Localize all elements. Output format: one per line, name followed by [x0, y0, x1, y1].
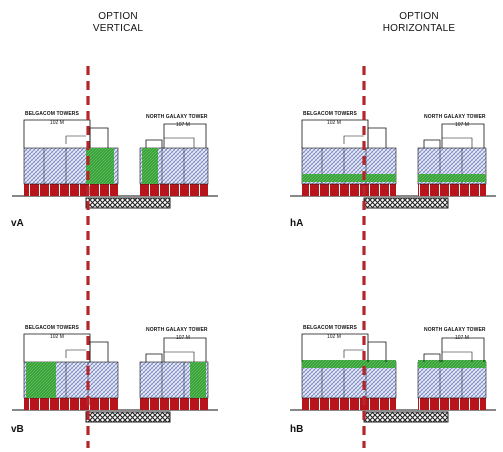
podium	[418, 398, 486, 410]
north-galaxy-step-outline	[442, 351, 473, 362]
belgacom-step-outline	[343, 349, 364, 358]
tower-height-north-galaxy: 107 M	[455, 122, 469, 128]
tunnel-bar	[363, 411, 449, 423]
axis-layer	[86, 66, 366, 448]
tunnel-bar	[85, 197, 171, 209]
north-galaxy-tower-outline	[441, 123, 485, 148]
variant-label-vA: vA	[11, 218, 24, 229]
tower-height-belgacom: 102 M	[50, 120, 64, 126]
belgacom-tower-outline	[301, 119, 369, 148]
green-extension	[190, 362, 206, 398]
north-galaxy-tower-outline	[163, 337, 207, 362]
variant-label-hA: hA	[290, 218, 304, 229]
green-extension	[26, 362, 56, 398]
tower-name-north-galaxy: NORTH GALAXY TOWER	[146, 114, 208, 120]
podium	[418, 184, 486, 196]
header-horizontal-line1: OPTION	[399, 11, 439, 22]
tower-name-belgacom: BELGACOM TOWERS	[25, 111, 79, 117]
belgacom-step-outline	[65, 135, 86, 144]
panel-vB	[12, 333, 218, 423]
header-horizontal: OPTION HORIZONTALE	[369, 11, 469, 35]
tower-height-belgacom: 102 M	[327, 334, 341, 340]
belgacom-tower-outline	[89, 341, 109, 362]
belgacom-tower-outline	[23, 333, 91, 362]
variant-label-hB: hB	[290, 424, 304, 435]
panel-hA	[290, 119, 496, 209]
belgacom-tower-outline	[301, 333, 369, 362]
header-vertical-line1: OPTION	[98, 11, 138, 22]
north-galaxy-tower-outline	[145, 353, 163, 362]
podium	[140, 398, 208, 410]
belgacom-tower-outline	[23, 119, 91, 148]
green-extension	[418, 174, 486, 182]
tower-name-belgacom: BELGACOM TOWERS	[303, 325, 357, 331]
tower-height-belgacom: 102 M	[50, 334, 64, 340]
north-galaxy-step-outline	[164, 137, 195, 148]
header-horizontal-line2: HORIZONTALE	[382, 23, 456, 34]
podium	[140, 184, 208, 196]
north-galaxy-tower-outline	[423, 353, 441, 362]
belgacom-step-outline	[343, 135, 364, 144]
panels-layer	[12, 119, 496, 423]
tower-name-belgacom: BELGACOM TOWERS	[303, 111, 357, 117]
panel-hB	[290, 333, 496, 423]
belgacom-tower-outline	[89, 127, 109, 148]
variant-label-vB: vB	[11, 424, 24, 435]
podium	[302, 184, 396, 196]
tower-name-north-galaxy: NORTH GALAXY TOWER	[424, 327, 486, 333]
belgacom-tower-outline	[367, 127, 387, 148]
tunnel-bar	[85, 411, 171, 423]
header-vertical-line2: VERTICAL	[92, 23, 144, 34]
north-galaxy-step-outline	[164, 351, 195, 362]
podium	[302, 398, 396, 410]
tower-name-north-galaxy: NORTH GALAXY TOWER	[146, 327, 208, 333]
tower-height-north-galaxy: 107 M	[176, 122, 190, 128]
header-vertical: OPTION VERTICAL	[78, 11, 158, 35]
panel-vA	[12, 119, 218, 209]
green-extension	[86, 148, 114, 184]
north-galaxy-tower-outline	[441, 337, 485, 362]
green-extension	[302, 174, 396, 182]
tower-name-north-galaxy: NORTH GALAXY TOWER	[424, 114, 486, 120]
tower-name-belgacom: BELGACOM TOWERS	[25, 325, 79, 331]
belgacom-tower-outline	[367, 341, 387, 362]
belgacom-step-outline	[65, 349, 86, 358]
north-galaxy-tower-outline	[163, 123, 207, 148]
tower-height-belgacom: 102 M	[327, 120, 341, 126]
green-extension	[302, 360, 396, 368]
podium	[24, 398, 118, 410]
north-galaxy-tower-outline	[145, 139, 163, 148]
north-galaxy-tower-outline	[423, 139, 441, 148]
green-extension	[142, 148, 158, 184]
podium	[24, 184, 118, 196]
tunnel-bar	[363, 197, 449, 209]
north-galaxy-step-outline	[442, 137, 473, 148]
green-extension	[418, 360, 486, 368]
